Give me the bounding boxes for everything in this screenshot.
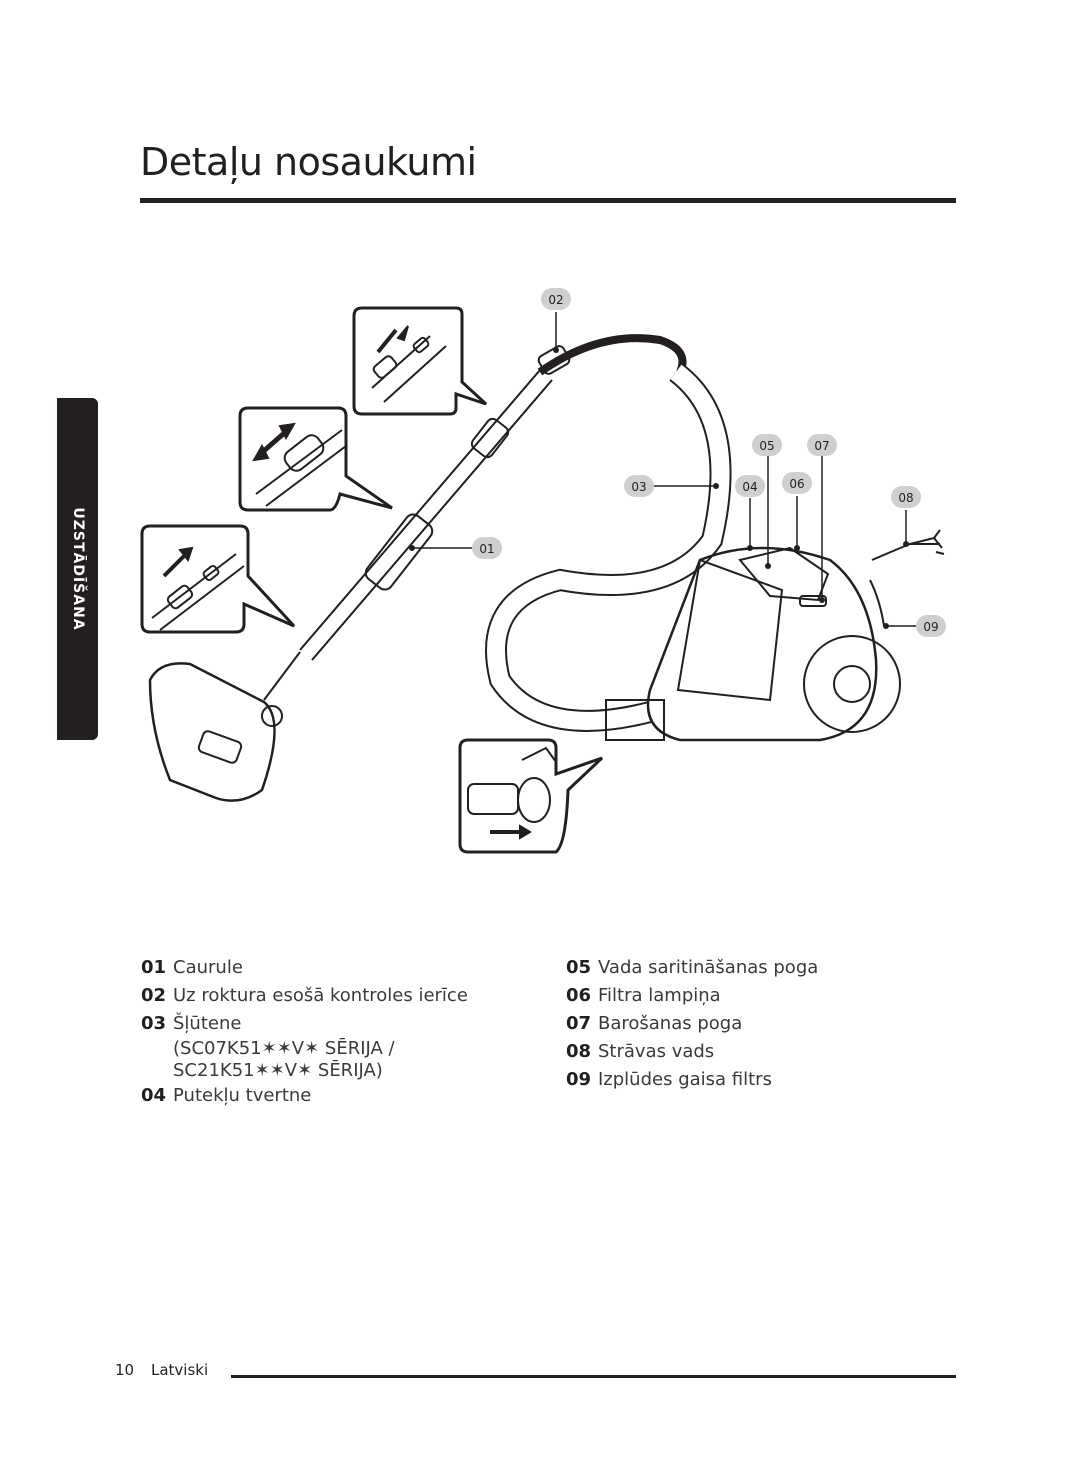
legend-label: Caurule	[173, 957, 243, 978]
svg-text:01: 01	[479, 542, 494, 556]
svg-text:04: 04	[742, 480, 757, 494]
svg-text:08: 08	[898, 491, 913, 505]
page-title: Detaļu nosaukumi	[140, 140, 477, 184]
callout-02: 02	[541, 288, 571, 310]
vacuum-body	[605, 543, 940, 742]
inset-hose-connection	[458, 738, 604, 854]
legend-item-01: 01 Caurule	[141, 954, 541, 982]
hose	[485, 363, 732, 732]
legend-number: 08	[566, 1041, 592, 1062]
vacuum-cleaner-diagram: 02 01 03 04 05 06 07 08 09	[140, 288, 946, 854]
legend-label: Izplūdes gaisa filtrs	[598, 1069, 772, 1090]
svg-text:09: 09	[923, 620, 938, 634]
handle	[537, 334, 687, 376]
legend-item-02: 02 Uz roktura esošā kontroles ierīce	[141, 982, 541, 1010]
callout-badges: 02 01 03 04 05 06 07 08 09	[472, 288, 946, 637]
inset-telescopic-tube	[238, 406, 393, 512]
power-plug	[909, 529, 945, 555]
legend-label: Vada saritināšanas poga	[598, 957, 819, 978]
legend-label: Šļūtene	[173, 1013, 242, 1034]
legend-label: Barošanas poga	[598, 1013, 743, 1034]
callout-06: 06	[782, 472, 812, 494]
callout-07: 07	[807, 434, 837, 456]
svg-text:03: 03	[631, 480, 646, 494]
legend-item-04: 04 Putekļu tvertne	[141, 1082, 541, 1110]
callout-08: 08	[891, 486, 921, 508]
callout-09: 09	[916, 615, 946, 637]
legend-item-09: 09 Izplūdes gaisa filtrs	[566, 1066, 966, 1094]
leader-lines	[412, 312, 916, 627]
legend-number: 03	[141, 1013, 167, 1034]
inset-tube-connection	[140, 524, 296, 634]
legend-label-block: Šļūtene (SC07K51✶✶V✶ SĒRIJA / SC21K51✶✶V…	[173, 1010, 395, 1082]
legend-sublabel: (SC07K51✶✶V✶ SĒRIJA /	[173, 1038, 395, 1059]
legend-number: 07	[566, 1013, 592, 1034]
leader-dots	[409, 347, 909, 629]
legend-label: Uz roktura esošā kontroles ierīce	[173, 985, 468, 1006]
svg-text:07: 07	[814, 439, 829, 453]
footer-language: Latviski	[151, 1361, 209, 1379]
legend-label: Putekļu tvertne	[173, 1085, 312, 1106]
parts-legend-left: 01 Caurule 02 Uz roktura esošā kontroles…	[141, 954, 541, 1110]
legend-item-08: 08 Strāvas vads	[566, 1038, 966, 1066]
callout-03: 03	[624, 475, 654, 497]
page-number: 10	[115, 1361, 135, 1379]
legend-label: Strāvas vads	[598, 1041, 715, 1062]
svg-text:05: 05	[759, 439, 774, 453]
svg-text:02: 02	[548, 293, 563, 307]
legend-item-03: 03 Šļūtene (SC07K51✶✶V✶ SĒRIJA / SC21K51…	[141, 1010, 541, 1082]
tube	[299, 369, 553, 661]
legend-number: 02	[141, 985, 167, 1006]
legend-label: Filtra lampiņa	[598, 985, 721, 1006]
callout-01: 01	[472, 537, 502, 559]
legend-number: 09	[566, 1069, 592, 1090]
legend-item-06: 06 Filtra lampiņa	[566, 982, 966, 1010]
floor-nozzle	[148, 651, 301, 802]
callout-05: 05	[752, 434, 782, 456]
section-side-tab: UZSTĀDĪŠANA	[57, 398, 98, 740]
legend-item-07: 07 Barošanas poga	[566, 1010, 966, 1038]
callout-04: 04	[735, 475, 765, 497]
legend-number: 05	[566, 957, 592, 978]
legend-number: 04	[141, 1085, 167, 1106]
inset-handle-control	[352, 306, 488, 416]
legend-item-05: 05 Vada saritināšanas poga	[566, 954, 966, 982]
legend-sublabel: SC21K51✶✶V✶ SĒRIJA)	[173, 1060, 383, 1081]
legend-number: 06	[566, 985, 592, 1006]
parts-legend-right: 05 Vada saritināšanas poga 06 Filtra lam…	[566, 954, 966, 1094]
title-rule	[140, 198, 956, 203]
footer-rule	[231, 1375, 956, 1378]
legend-number: 01	[141, 957, 167, 978]
svg-text:06: 06	[789, 477, 804, 491]
